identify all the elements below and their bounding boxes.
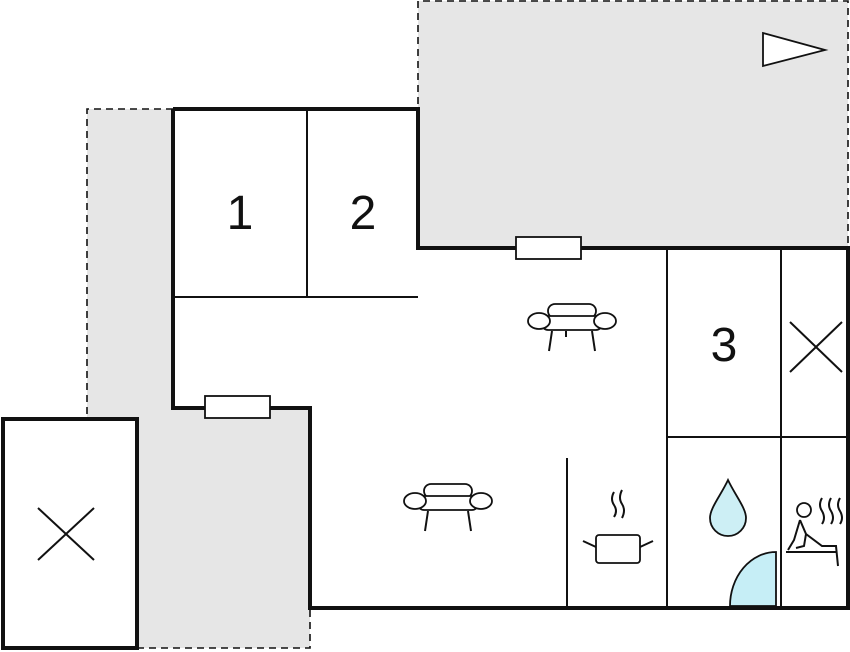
north-arrow-icon xyxy=(762,31,829,68)
cooking-pot-icon xyxy=(582,489,654,564)
shower-corner-icon xyxy=(729,551,777,607)
terrace-left xyxy=(87,109,173,419)
sofa-icon xyxy=(403,483,493,532)
terrace-outline-left xyxy=(86,108,173,419)
detached-annex xyxy=(1,417,139,650)
room-3-label: 3 xyxy=(711,319,738,372)
window-left xyxy=(204,395,271,419)
room-2-label: 2 xyxy=(350,187,377,240)
window-top xyxy=(515,236,582,260)
sauna-icon xyxy=(786,497,843,567)
terrace-outline-bottom xyxy=(137,608,311,649)
room-1-label: 1 xyxy=(227,187,254,240)
water-drop-icon xyxy=(709,477,747,537)
sofa-icon xyxy=(527,303,617,352)
terrace-bottom-left xyxy=(137,408,310,648)
